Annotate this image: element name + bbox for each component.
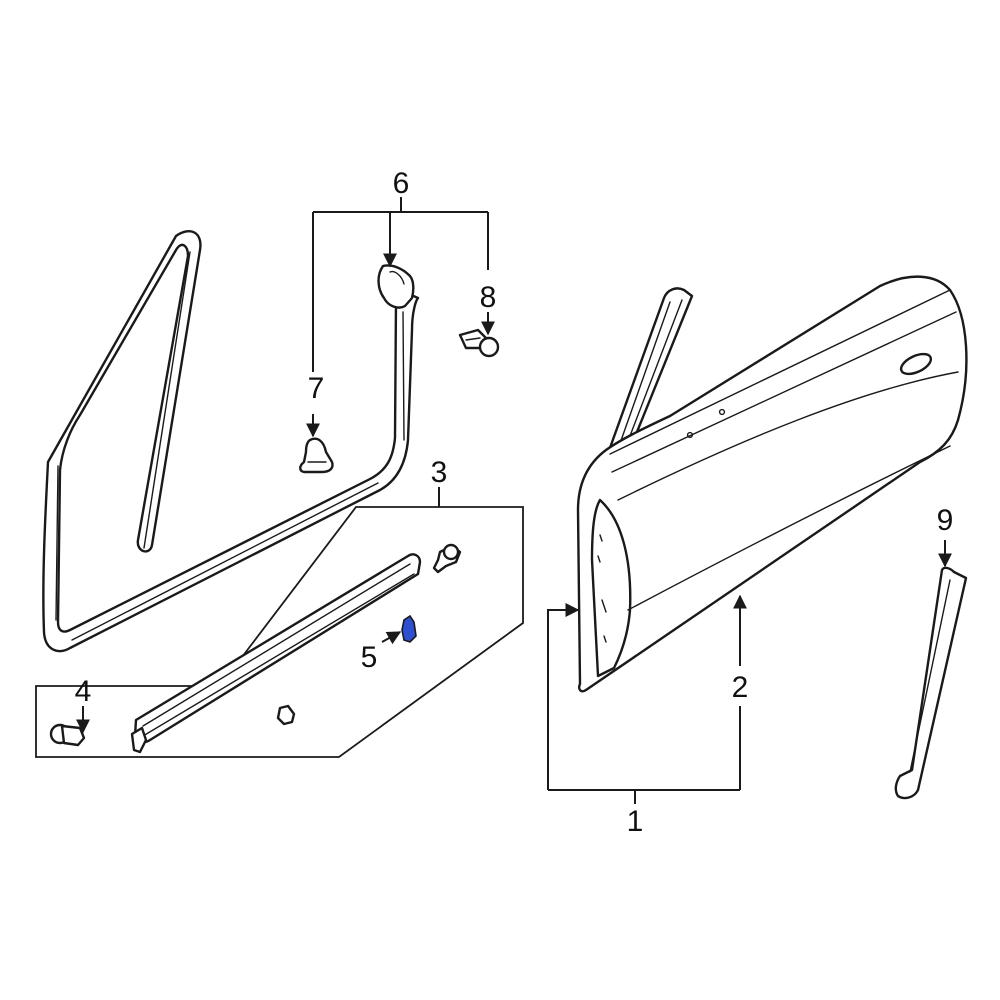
leader-1-left bbox=[547, 603, 580, 790]
callout-2: 2 bbox=[732, 671, 749, 704]
callout-4: 4 bbox=[75, 675, 92, 708]
part-7-clip bbox=[299, 437, 334, 474]
callout-9: 9 bbox=[937, 504, 954, 537]
panel-clip-upper bbox=[432, 543, 462, 574]
part-1-door-assembly bbox=[576, 275, 968, 693]
callout-6: 6 bbox=[393, 167, 410, 200]
door-opening-weatherstrip bbox=[42, 230, 420, 653]
part-5-clip-highlighted bbox=[401, 614, 417, 643]
callout-5: 5 bbox=[361, 641, 378, 674]
part-3-sill-garnish bbox=[130, 553, 422, 754]
callout-7: 7 bbox=[308, 372, 325, 405]
part-9-door-weatherstrip bbox=[894, 566, 968, 800]
leader-5 bbox=[381, 631, 402, 645]
part-8-push-clip bbox=[458, 328, 500, 358]
part-4-clip bbox=[49, 723, 86, 747]
callout-3: 3 bbox=[431, 456, 448, 489]
part-6-garnish-strip bbox=[377, 264, 415, 309]
callout-1: 1 bbox=[627, 805, 644, 838]
callout-8: 8 bbox=[480, 281, 497, 314]
panel-clip-lower bbox=[276, 704, 296, 726]
